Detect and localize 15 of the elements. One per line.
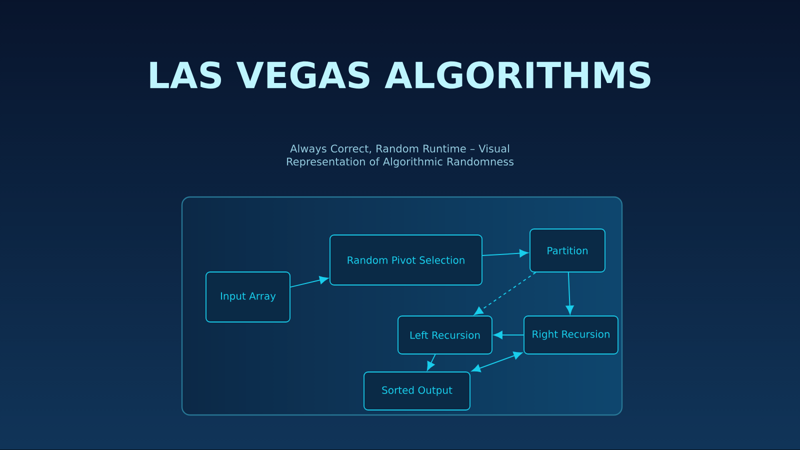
- process-box: Partition: [530, 228, 606, 272]
- title: LAS VEGAS ALGORITHMS: [150, 61, 650, 89]
- arrow: [290, 276, 328, 288]
- arrow: [494, 330, 524, 340]
- arrow: [474, 272, 536, 316]
- arrow: [482, 249, 528, 258]
- subtitle: Always Correct, Random Runtime – Visual Representation of Algorithmic Randomness: [287, 144, 514, 168]
- process-box: Sorted Output: [364, 372, 470, 410]
- process-box: Input Array: [206, 272, 290, 322]
- arrow: [472, 352, 522, 372]
- process-box: Left Recursion: [398, 316, 492, 354]
- arrow: [566, 272, 574, 314]
- process-box: Random Pivot Selection: [330, 234, 482, 286]
- arrow: [427, 354, 436, 370]
- process-box: Right Recursion: [524, 316, 618, 354]
